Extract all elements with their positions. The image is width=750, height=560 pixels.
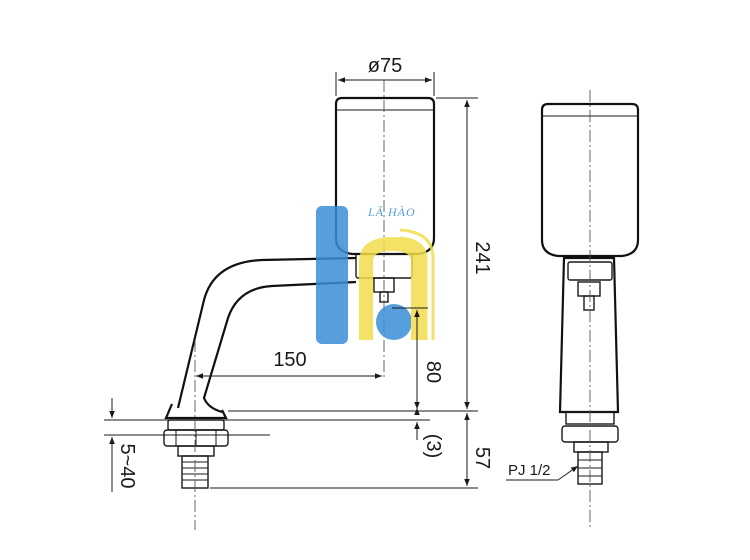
logo-yellow-arch: [359, 236, 425, 340]
dim-gap: (3): [422, 434, 444, 458]
dim-spout-height: 80: [422, 361, 444, 383]
dim-reach: 150: [273, 349, 306, 371]
dim-shank-length: 57: [471, 447, 493, 469]
dim-diameter: ø75: [368, 55, 402, 77]
logo-text: LÃ HÀO: [367, 205, 416, 219]
dim-counter-thickness: 5~40: [116, 443, 138, 488]
sensor-body-front: [540, 102, 640, 258]
dimension-lines: ø75 241 150 80 (3) 57 5~40 PJ 1/2: [104, 55, 579, 492]
front-view: [540, 90, 640, 530]
logo-blue-dot: [376, 304, 412, 340]
thread-label: PJ 1/2: [508, 462, 551, 479]
watermark-logo: LÃ HÀO: [316, 205, 435, 344]
logo-blue-bar: [316, 206, 348, 344]
dim-total-height: 241: [471, 241, 493, 274]
side-view: [120, 80, 436, 530]
spout-arm: [176, 256, 357, 409]
sensor-body-side: [334, 96, 436, 256]
